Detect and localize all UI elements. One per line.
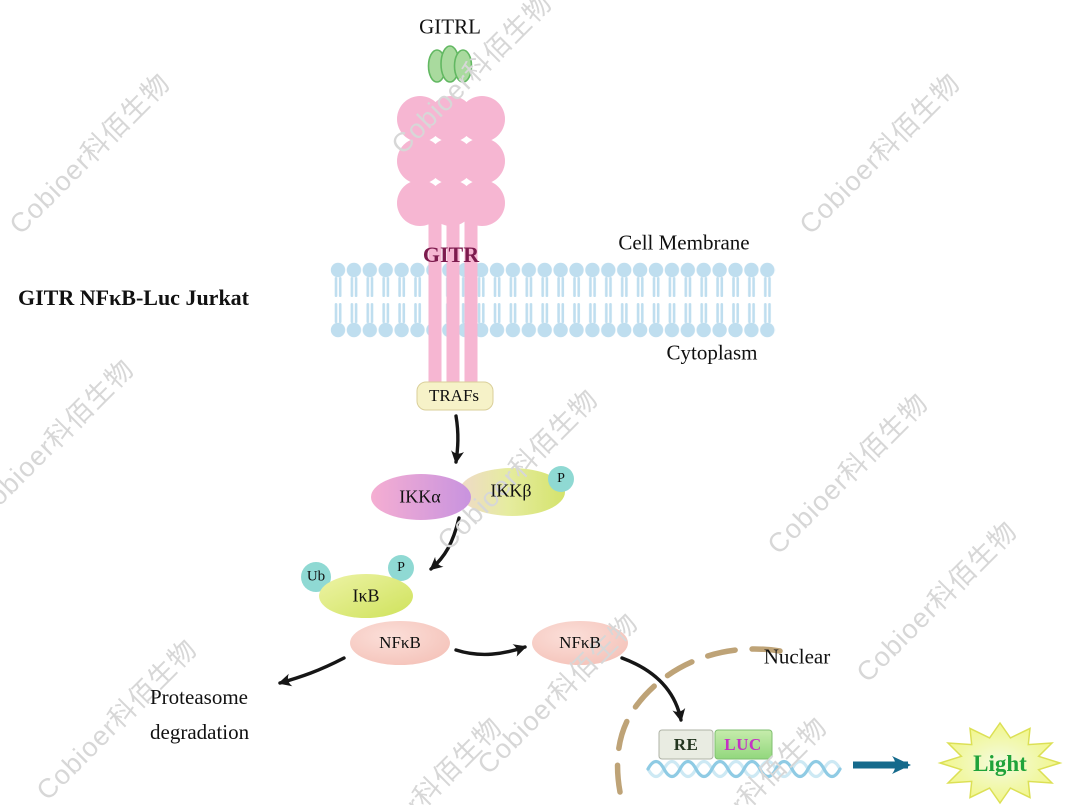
cell-membrane-label: Cell Membrane: [618, 230, 750, 255]
arrow-trafs-to-ikk: [451, 414, 464, 464]
ikk-beta-shape: [459, 468, 565, 516]
phospho-ikb-icon: [388, 555, 414, 581]
nuclear-envelope: [614, 646, 783, 795]
luc-label: LUC: [724, 735, 762, 754]
nfkb-nuclear-shape: [532, 621, 628, 665]
light-label: Light: [973, 751, 1027, 776]
cell-line-label: GITR NFκB-Luc Jurkat: [18, 285, 250, 310]
ikb-shape: [319, 574, 413, 618]
re-label: RE: [673, 735, 699, 754]
arrow-nfkb-to-re: [620, 656, 686, 722]
nuclear-label: Nuclear: [763, 644, 831, 669]
ubiquitin-label: Ub: [306, 568, 326, 585]
cell-membrane-bilayer: [330, 262, 776, 338]
gitr-receptor-stalks: [428, 212, 478, 392]
ubiquitin-icon: [301, 562, 331, 592]
proteasome-label: Proteasome degradation: [150, 680, 249, 750]
arrow-ikk-to-ikb: [429, 516, 461, 571]
gitrl-label: GITRL: [419, 14, 481, 39]
phospho-ikk-icon: [548, 466, 574, 492]
dna-helix: [646, 759, 842, 779]
re-box: [658, 729, 714, 760]
ikk-alpha-label: IKKα: [399, 486, 441, 507]
ikk-beta-label: IKKβ: [490, 480, 532, 501]
phospho-ikk-label: P: [557, 471, 565, 486]
ikb-nfkb-complex: [301, 555, 450, 665]
gitr-receptor-domain: [397, 96, 505, 226]
luc-box: [714, 729, 773, 760]
arrow-to-proteasome: [278, 656, 346, 687]
gitrl-ligand-icon: [427, 45, 473, 83]
trafs-box: [416, 381, 494, 411]
ikk-alpha-shape: [371, 474, 471, 520]
ikb-label: IκB: [352, 585, 380, 606]
signal-arrows: [278, 414, 686, 722]
nfkb-nuclear-label: NFκB: [559, 633, 601, 652]
ikk-complex: [371, 466, 574, 520]
gitr-label: GITR: [422, 242, 480, 267]
phospho-ikb-label: P: [397, 560, 405, 575]
proteasome-line1: Proteasome: [150, 685, 248, 709]
arrow-nfkb-translocation: [454, 644, 527, 657]
proteasome-line2: degradation: [150, 720, 250, 744]
light-starburst-icon: [937, 721, 1063, 805]
cytoplasm-label: Cytoplasm: [666, 340, 758, 365]
nfkb-cytoplasm-shape: [350, 621, 450, 665]
nfkb-cytoplasm-label: NFκB: [379, 633, 421, 652]
trafs-label: TRAFs: [428, 386, 480, 405]
